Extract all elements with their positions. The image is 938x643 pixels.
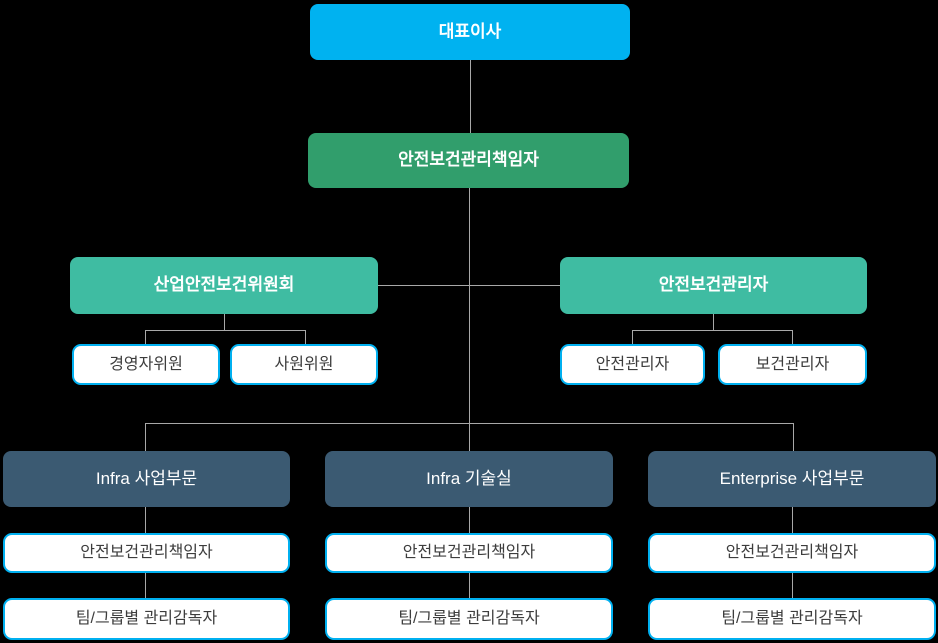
connector-committee-child-1 [145, 330, 146, 344]
node-safety-health-officer: 안전보건관리책임자 [308, 133, 629, 188]
node-division-3-officer: 안전보건관리책임자 [648, 533, 936, 573]
node-health-manager: 보건관리자 [718, 344, 867, 385]
connector-manager-child-2 [792, 330, 793, 344]
connector-division-2-officer [469, 507, 470, 533]
connector-manager-child-1 [632, 330, 633, 344]
node-division-infra-tech: Infra 기술실 [325, 451, 613, 507]
connector-divisions-branch [145, 423, 793, 424]
node-division-2-supervisor: 팀/그룹별 관리감독자 [325, 598, 613, 640]
node-committee-member-management: 경영자위원 [72, 344, 220, 385]
node-division-enterprise-business: Enterprise 사업부문 [648, 451, 936, 507]
connector-committee-stub [224, 314, 225, 331]
node-division-2-officer: 안전보건관리책임자 [325, 533, 613, 573]
node-division-3-supervisor: 팀/그룹별 관리감독자 [648, 598, 936, 640]
node-safety-manager: 안전관리자 [560, 344, 705, 385]
connector-manager-branch [632, 330, 793, 331]
node-division-1-officer: 안전보건관리책임자 [3, 533, 290, 573]
connector-division-1-officer [145, 507, 146, 533]
connector-division-1-supervisor [145, 573, 146, 598]
connector-committee-branch [145, 330, 306, 331]
connector-division-2-supervisor [469, 573, 470, 598]
connector-manager-stub [713, 314, 714, 331]
connector-division-3-drop [793, 423, 794, 451]
connector-officer-to-teal [378, 285, 560, 286]
connector-division-1-drop [145, 423, 146, 451]
node-manager: 안전보건관리자 [560, 257, 867, 314]
connector-spine [469, 188, 470, 451]
node-division-1-supervisor: 팀/그룹별 관리감독자 [3, 598, 290, 640]
connector-division-3-supervisor [792, 573, 793, 598]
connector-division-3-officer [792, 507, 793, 533]
node-committee-member-employee: 사원위원 [230, 344, 378, 385]
node-division-infra-business: Infra 사업부문 [3, 451, 290, 507]
connector-ceo-to-officer [470, 60, 471, 133]
node-ceo: 대표이사 [310, 4, 630, 60]
connector-committee-child-2 [305, 330, 306, 344]
node-committee: 산업안전보건위원회 [70, 257, 378, 314]
